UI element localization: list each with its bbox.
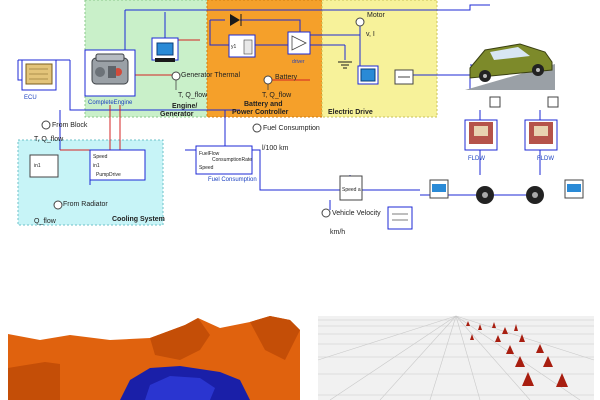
battery-group-label-2: Power Controller — [232, 109, 289, 116]
fldw-left-block[interactable]: FLDW — [464, 119, 498, 162]
complete-engine-block[interactable]: CompleteEngine — [84, 49, 136, 106]
battery-label: Battery — [275, 74, 298, 81]
motor-vi-label: v, I — [366, 31, 375, 38]
from-block-port[interactable] — [41, 120, 51, 130]
generator-qflow-label: T, Q_flow — [178, 92, 208, 99]
terrain-icon — [8, 316, 300, 400]
from-block-label: From Block — [52, 122, 88, 129]
pump-input-block[interactable]: in1 — [29, 154, 59, 178]
motor-label: Motor — [367, 12, 386, 19]
battery-controller-group — [206, 0, 323, 118]
drive-cycle-block[interactable] — [387, 206, 413, 230]
ecu-label: ECU — [24, 95, 37, 101]
fldw-right-label: FLDW — [537, 156, 554, 162]
battery-group-label-1: Battery and — [244, 101, 283, 108]
radiator-port[interactable] — [53, 200, 63, 210]
ecu-chip-icon — [25, 63, 53, 85]
battery-thermal-port[interactable] — [263, 75, 273, 85]
fuel-speed-label: Speed — [199, 165, 214, 171]
battery-controller-block[interactable]: y1 — [228, 34, 256, 58]
car-sensor-blocks[interactable] — [489, 96, 559, 108]
engine-group-label-2: Generator — [160, 111, 194, 118]
ground-symbol — [338, 61, 352, 69]
pump-speed-label: Speed — [93, 154, 108, 160]
wheel-icon — [476, 186, 544, 204]
fuel-consumption-port[interactable] — [252, 123, 262, 133]
radiator-qflow-label: Q_flow — [34, 218, 57, 225]
pump-drive-label: PumpDrive — [96, 172, 121, 178]
engine-group-label-1: Engine/ — [172, 103, 197, 110]
fuel-consumption-label: Fuel Consumption — [263, 125, 320, 132]
velocity-units-label: km/h — [330, 229, 345, 236]
gain-label: y1 — [231, 44, 237, 50]
fuel-units-label: l/100 km — [262, 145, 289, 152]
speed-sensor-label: Speed a — [342, 187, 361, 193]
pump-in2-label: in1 — [93, 163, 100, 169]
fuel-flow-label: FuelFlow — [199, 151, 220, 157]
cone-track-view — [317, 315, 595, 400]
generator-thermal-label: Generator Thermal — [181, 72, 240, 79]
fldw-right-block[interactable]: FLDW — [524, 119, 558, 162]
from-block-qflow-label: T, Q_flow — [34, 136, 64, 143]
cone-icon — [466, 321, 568, 387]
from-radiator-label: From Radiator — [63, 201, 108, 208]
generator-thermal-port[interactable] — [171, 71, 181, 81]
cooling-group-label: Cooling System — [112, 216, 165, 223]
engine-icon — [91, 53, 129, 85]
car-icon — [465, 43, 555, 90]
motor-sensor-port[interactable] — [355, 17, 365, 27]
diode-symbol — [230, 14, 242, 26]
speed-sensor-block[interactable]: Speed a — [339, 175, 363, 201]
pump-in-label: in1 — [34, 163, 41, 169]
fuel-consumption-block[interactable]: FuelFlow ConsumptionRate Speed Fuel Cons… — [195, 145, 257, 183]
electric-drive-group — [321, 0, 438, 118]
vehicle-velocity-label: Vehicle Velocity — [332, 210, 381, 217]
ecu-block[interactable]: ECU — [21, 59, 57, 101]
battery-qflow-label: T, Q_flow — [262, 92, 292, 99]
driver-label: driver — [292, 59, 305, 65]
fuel-rate-label: ConsumptionRate — [212, 157, 252, 163]
fuel-block-label: Fuel Consumption — [208, 177, 257, 183]
engine-model-label: CompleteEngine — [88, 100, 133, 106]
drive-group-label: Electric Drive — [328, 109, 373, 116]
gearbox-block[interactable] — [394, 69, 414, 85]
fldw-left-label: FLDW — [468, 156, 485, 162]
vehicle-velocity-port[interactable] — [321, 208, 331, 218]
generator-block[interactable] — [151, 37, 179, 62]
pump-drive-block[interactable]: Speed in1 PumpDrive — [89, 149, 146, 181]
electric-motor-block[interactable] — [357, 65, 379, 85]
driver-block[interactable]: driver — [287, 31, 311, 65]
